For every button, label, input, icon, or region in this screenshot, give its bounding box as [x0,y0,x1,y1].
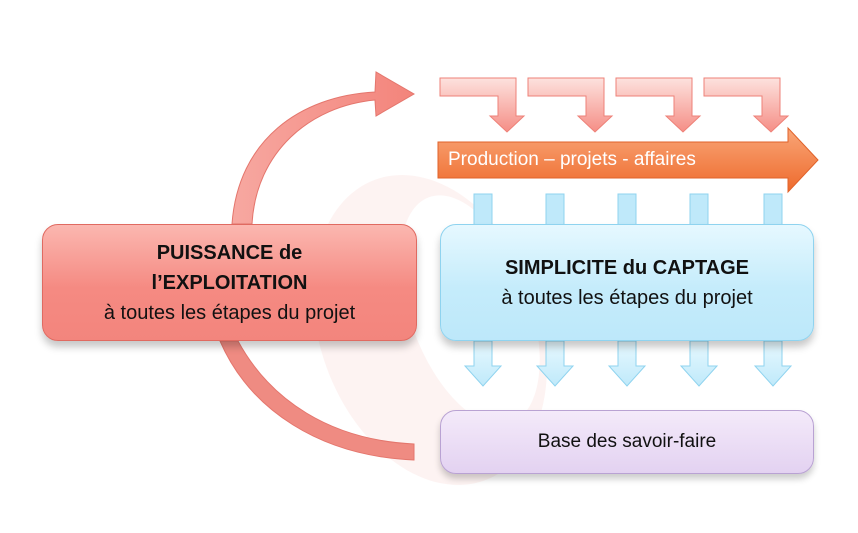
down-arrow-1 [463,340,503,387]
down-arrow-5 [753,340,793,387]
bent-arrow-1 [439,77,526,133]
bent-arrow-4 [703,77,790,133]
down-arrows [463,340,793,387]
down-arrow-2 [535,340,575,387]
base-label: Base des savoir-faire [537,431,717,452]
connector-strip-1 [473,193,493,227]
connector-strip-4 [689,193,709,227]
puissance-exploitation-box: PUISSANCE de l’EXPLOITATION à toutes les… [42,224,417,341]
connector-strip-2 [545,193,565,227]
production-arrow [437,126,819,194]
connector-strip-3 [617,193,637,227]
simplicite-captage-box: SIMPLICITE du CAPTAGE à toutes les étape… [440,224,814,341]
puissance-title-line1: PUISSANCE de [156,241,303,264]
connector-strip-5 [763,193,783,227]
top-bent-arrows [439,77,790,133]
lower-curved-arrow [219,340,415,461]
down-arrow-4 [679,340,719,387]
connector-strips [473,193,783,227]
simplicite-title: SIMPLICITE du CAPTAGE [504,256,750,279]
upper-curved-arrow [231,71,415,225]
simplicite-subtitle: à toutes les étapes du projet [501,286,753,309]
puissance-title-line2: l’EXPLOITATION [151,271,308,294]
bent-arrow-2 [527,77,614,133]
base-savoir-faire-box: Base des savoir-faire [440,410,814,474]
bent-arrow-3 [615,77,702,133]
down-arrow-3 [607,340,647,387]
production-arrow-label: Production – projets - affaires [448,149,696,170]
puissance-subtitle: à toutes les étapes du projet [103,301,356,324]
